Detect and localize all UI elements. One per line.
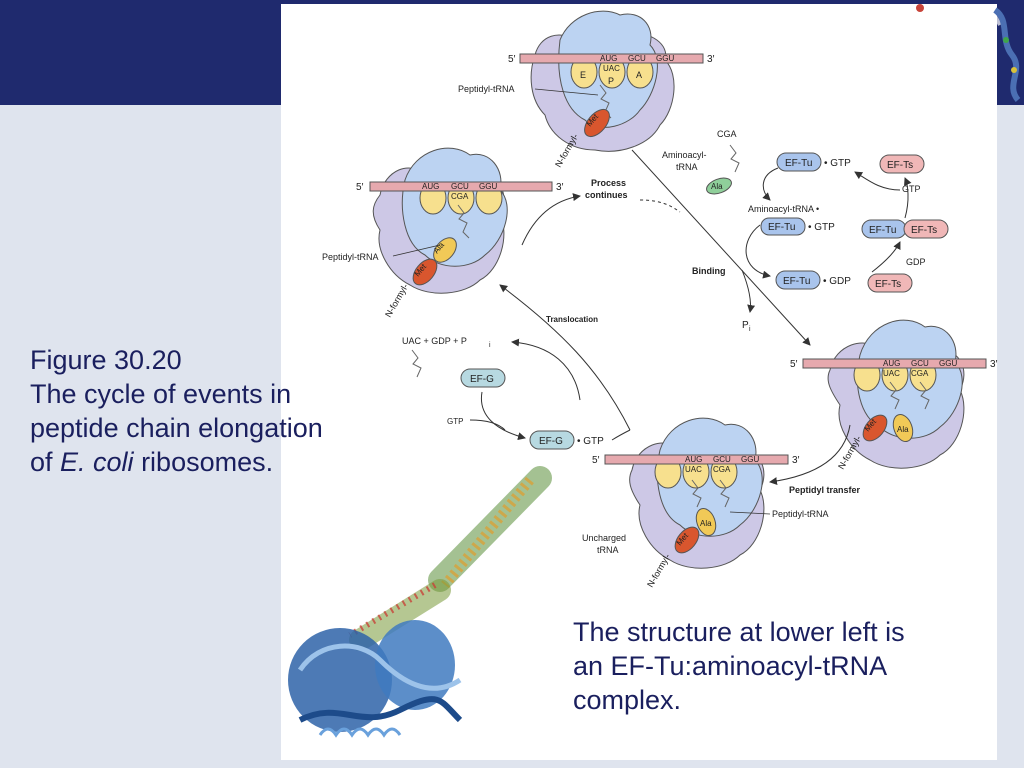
codon-label: GCU bbox=[451, 182, 469, 191]
n-formyl-label: N-formyl- bbox=[645, 552, 672, 589]
peptidyl-trna-label: Peptidyl-tRNA bbox=[458, 84, 515, 94]
codon-label: GCU bbox=[911, 359, 929, 368]
ribosome-top bbox=[519, 10, 704, 152]
anticodon-label: CGA bbox=[713, 465, 731, 474]
ribosome-left bbox=[369, 147, 553, 294]
anticodon-label: CGA bbox=[911, 369, 929, 378]
note-line: The structure at lower left is bbox=[573, 617, 905, 647]
anticodon-label: UAC bbox=[603, 64, 620, 73]
ef-tu-label: EF-Tu bbox=[869, 225, 896, 236]
a-site-label: A bbox=[636, 70, 642, 80]
ef-ts-label: EF-Ts bbox=[911, 225, 937, 236]
codon-label: GCU bbox=[628, 54, 646, 63]
ef-ts-label: EF-Ts bbox=[887, 160, 913, 171]
peptidyl-transfer-label: Peptidyl transfer bbox=[789, 485, 861, 495]
mrna-5-prime: 5′ bbox=[592, 455, 600, 466]
gdp-label: • GDP bbox=[823, 276, 851, 287]
codon-label: AUG bbox=[600, 54, 617, 63]
ala-label: Ala bbox=[711, 182, 723, 191]
ef-g-label: EF-G bbox=[470, 374, 494, 385]
anticodon-label: CGA bbox=[451, 192, 469, 201]
ribosome-bottom bbox=[604, 417, 789, 569]
mrna-3-prime: 3′ bbox=[707, 54, 715, 65]
structure-note: The structure at lower left is an EF-Tu:… bbox=[573, 615, 1013, 717]
pi-label: P bbox=[742, 320, 749, 331]
caption-line: of E. coli ribosomes. bbox=[30, 445, 400, 479]
aminoacyl-trna-label: Aminoacyl- bbox=[662, 150, 707, 160]
ribosome-right bbox=[802, 319, 987, 469]
uncharged-trna-label: tRNA bbox=[597, 545, 619, 555]
mrna-5-prime: 5′ bbox=[356, 182, 364, 193]
pi-subscript: i bbox=[489, 342, 491, 349]
anticodon-label: UAC bbox=[685, 465, 702, 474]
codon-label: GGU bbox=[741, 455, 759, 464]
ef-tu-label: EF-Tu bbox=[783, 276, 810, 287]
p-site-label: P bbox=[608, 76, 614, 86]
gtp-label: • GTP bbox=[577, 436, 604, 447]
species-name: E. coli bbox=[60, 447, 134, 477]
ef-ts-label: EF-Ts bbox=[875, 279, 901, 290]
figure-label: Figure 30.20 bbox=[30, 345, 182, 375]
note-line: an EF-Tu:aminoacyl-tRNA bbox=[573, 651, 888, 681]
anticodon-label: CGA bbox=[717, 129, 737, 139]
gdp-label: GDP bbox=[906, 257, 926, 267]
process-continues-label: continues bbox=[585, 190, 628, 200]
aminoacyl-trna-label: tRNA bbox=[676, 162, 698, 172]
gtp-label: GTP bbox=[447, 417, 463, 426]
ef-tu-label: EF-Tu bbox=[785, 158, 812, 169]
protein-structure-corner-image bbox=[909, 4, 1021, 102]
gtp-label: GTP bbox=[902, 184, 921, 194]
mrna-5-prime: 5′ bbox=[508, 54, 516, 65]
translocation-label: Translocation bbox=[546, 315, 598, 324]
gtp-label: • GTP bbox=[808, 222, 835, 233]
pi-subscript: i bbox=[749, 326, 751, 333]
codon-label: GGU bbox=[479, 182, 497, 191]
ala-label: Ala bbox=[897, 425, 909, 434]
e-site-label: E bbox=[580, 70, 586, 80]
ef-g-label: EF-G bbox=[539, 436, 563, 447]
uncharged-trna-label: Uncharged bbox=[582, 533, 626, 543]
mrna-3-prime: 3′ bbox=[990, 359, 998, 370]
mrna-5-prime: 5′ bbox=[790, 359, 798, 370]
figure-caption: Figure 30.20 The cycle of events in pept… bbox=[30, 343, 400, 479]
codon-label: AUG bbox=[422, 182, 439, 191]
note-line: complex. bbox=[573, 685, 682, 715]
n-formyl-label: N-formyl- bbox=[383, 282, 410, 319]
codon-label: GCU bbox=[713, 455, 731, 464]
caption-text: ribosomes. bbox=[133, 447, 274, 477]
aminoacyl-trna-gtp-label: Aminoacyl-tRNA • bbox=[748, 204, 819, 214]
process-continues-label: Process bbox=[591, 178, 626, 188]
caption-line: The cycle of events in bbox=[30, 379, 292, 409]
ala-label: Ala bbox=[700, 519, 712, 528]
peptidyl-trna-label: Peptidyl-tRNA bbox=[772, 509, 829, 519]
uac-gdp-pi-label: UAC + GDP + P bbox=[402, 336, 467, 346]
codon-label: AUG bbox=[685, 455, 702, 464]
codon-label: GGU bbox=[656, 54, 674, 63]
mrna-3-prime: 3′ bbox=[556, 182, 564, 193]
gtp-label: • GTP bbox=[824, 158, 851, 169]
mrna-3-prime: 3′ bbox=[792, 455, 800, 466]
codon-label: AUG bbox=[883, 359, 900, 368]
caption-line: peptide chain elongation bbox=[30, 413, 323, 443]
codon-label: GGU bbox=[939, 359, 957, 368]
anticodon-label: UAC bbox=[883, 369, 900, 378]
binding-label: Binding bbox=[692, 266, 726, 276]
ef-tu-aminoacyl-trna-structure-image bbox=[288, 466, 552, 738]
peptidyl-trna-label: Peptidyl-tRNA bbox=[322, 252, 379, 262]
caption-text: of bbox=[30, 447, 61, 477]
ef-tu-label: EF-Tu bbox=[768, 222, 795, 233]
